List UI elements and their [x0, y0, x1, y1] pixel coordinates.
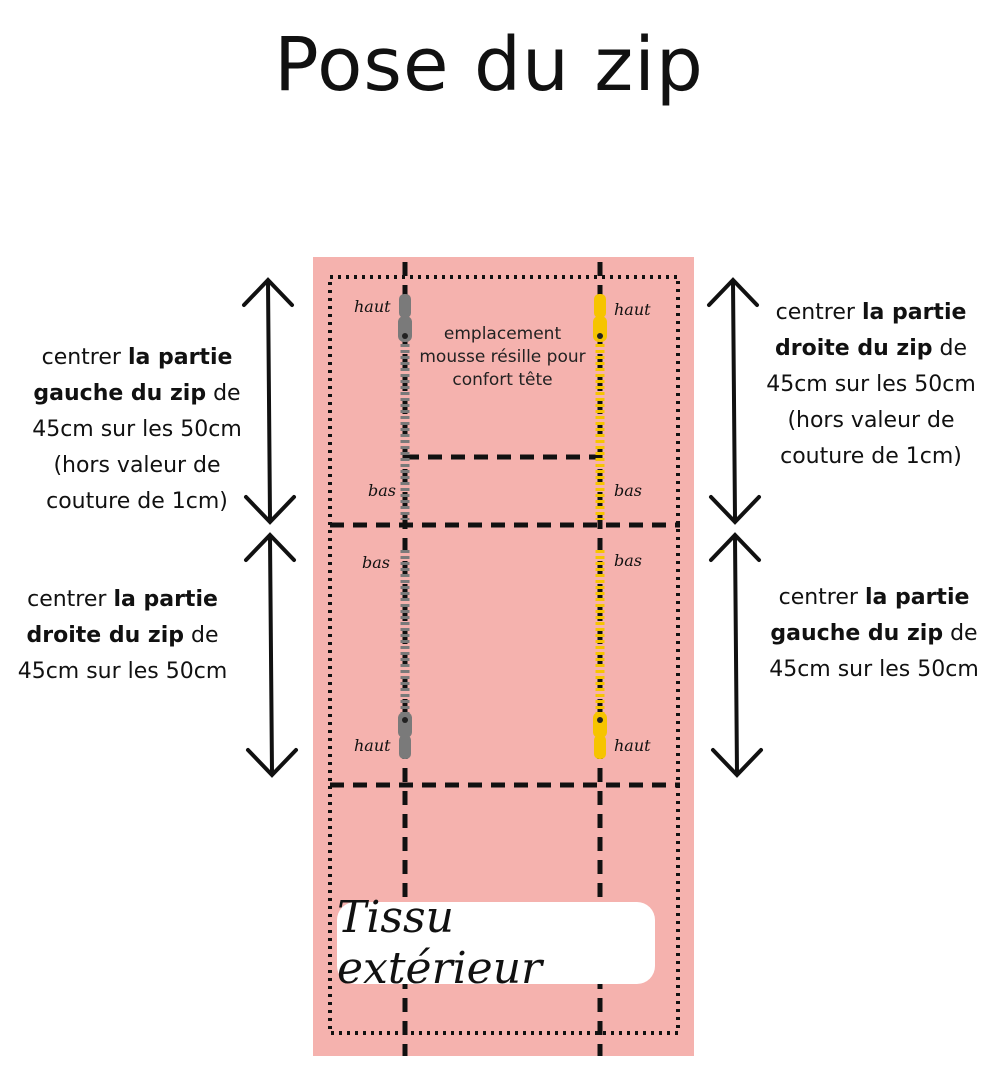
- right-bottom-arrow: [709, 532, 763, 778]
- fabric-label: Tissu extérieur: [337, 892, 655, 994]
- page-title: Pose du zip: [274, 22, 704, 108]
- grey-zip-bottom: [398, 550, 412, 759]
- right-bottom-instruction: centrer la partie gauche du zip de 45cm …: [769, 585, 979, 682]
- yellow-zip-top: [593, 294, 607, 520]
- tag-haut-top-right: haut: [614, 300, 651, 319]
- tag-bas-mid-left: bas: [368, 481, 396, 500]
- tag-haut-top-left: haut: [354, 297, 391, 316]
- left-top-arrow: [242, 277, 296, 525]
- right-top-instruction: centrer la partie droite du zip de 45cm …: [766, 300, 976, 469]
- mesh-foam-note: emplacement mousse résille pour confort …: [419, 324, 586, 390]
- tag-haut-bottom-right: haut: [614, 736, 651, 755]
- right-top-arrow: [707, 277, 761, 525]
- left-bottom-instruction: centrer la partie droite du zip de 45cm …: [17, 587, 228, 684]
- tag-bas-lower-right: bas: [614, 551, 642, 570]
- tag-haut-bottom-left: haut: [354, 736, 391, 755]
- left-top-instruction: centrer la partie gauche du zip de 45cm …: [32, 345, 242, 514]
- grey-zip-top: [398, 294, 412, 520]
- yellow-zip-bottom: [593, 550, 607, 759]
- left-bottom-arrow: [244, 532, 298, 778]
- tag-bas-lower-left: bas: [362, 553, 390, 572]
- tag-bas-mid-right: bas: [614, 481, 642, 500]
